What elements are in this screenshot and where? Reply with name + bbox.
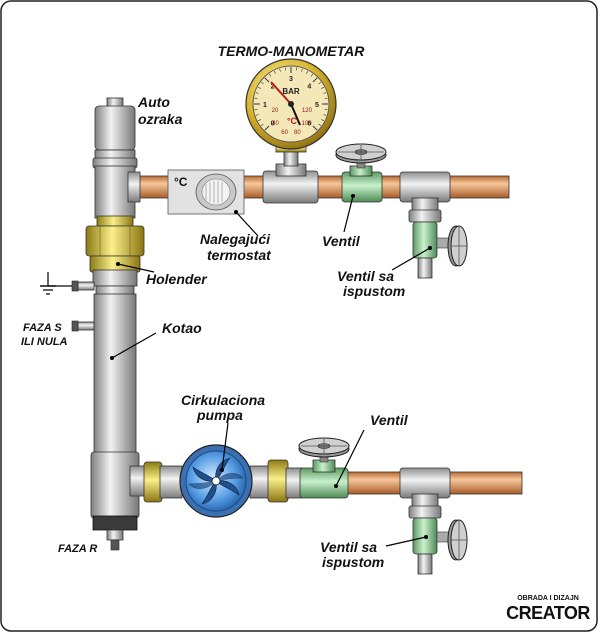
thermostat-unit-label: °C	[174, 175, 188, 189]
label-pump-2: pumpa	[196, 407, 243, 423]
upper-copper-pipe-3	[315, 175, 347, 199]
leader-pump	[221, 422, 229, 471]
leader-thermostat	[235, 211, 259, 237]
gauge-tick	[321, 119, 325, 122]
leader-drain-valve-top	[391, 247, 431, 271]
label-thermo-manometer: TERMO-MANOMETAR	[218, 43, 366, 59]
leader-union	[117, 263, 155, 273]
gauge-tick	[260, 123, 264, 126]
gauge-outer-scale-label: 5	[315, 102, 319, 109]
gauge-outer-scale-label: 4	[307, 84, 311, 91]
union-holender	[85, 215, 145, 273]
label-drain-valve-bottom-1: Ventil sa	[320, 539, 377, 555]
label-pump-1: Cirkulaciona	[181, 392, 265, 408]
upper-valve-handwheel[interactable]	[335, 143, 387, 164]
lower-copper-pipe-1	[345, 471, 405, 495]
gauge-tick	[321, 86, 325, 89]
gauge-tick	[279, 68, 281, 72]
gauge-tick	[323, 92, 327, 94]
gauge-needle-red	[270, 81, 292, 105]
label-thermostat-1: Nalegajući	[200, 231, 271, 247]
label-valve-bottom: Ventil	[370, 412, 409, 428]
gauge-outer-scale-label: 0	[271, 120, 275, 127]
boiler-bottom-elbow	[90, 451, 147, 551]
lower-copper-pipe-2	[447, 471, 523, 495]
label-drain-valve-top-2: ispustom	[343, 283, 405, 299]
gauge-outer-scale-label: 6	[307, 120, 311, 127]
boiler-top-cap	[71, 269, 138, 332]
gauge-ticks	[254, 67, 328, 131]
pump-union-left	[143, 461, 163, 503]
gauge-tick	[257, 86, 261, 89]
label-auto-air-2: ozraka	[138, 111, 183, 127]
gauge-bar-unit: BAR	[282, 87, 300, 96]
gauge-inner-scale-label: 40	[272, 121, 279, 127]
label-phase-r: FAZA R	[58, 543, 97, 555]
upper-elbow-tee	[94, 165, 141, 219]
label-thermostat-2: termostat	[207, 247, 272, 263]
gauge-tick	[312, 77, 318, 83]
gauge-tick	[257, 119, 261, 122]
gauge-outer-scale-label: 1	[263, 102, 267, 109]
gauge-tick	[318, 82, 322, 85]
gauge-tick	[273, 70, 276, 74]
upper-copper-pipe-5	[445, 175, 510, 199]
gauge-tick	[312, 125, 318, 131]
gauge-inner-scale-label: 80	[294, 130, 301, 136]
label-union: Holender	[146, 271, 208, 287]
label-drain-valve-bottom-2: ispustom	[322, 554, 384, 570]
leader-valve-top	[343, 195, 354, 233]
gauge-tick	[269, 73, 272, 77]
gauge-tick	[255, 92, 259, 94]
gauge-inner-scale-label: 60	[281, 130, 288, 136]
label-phase-s-1: FAZA S	[23, 322, 62, 334]
credit-small: OBRADA I DIZAJN	[517, 595, 579, 602]
lower-valve-handwheel[interactable]	[298, 437, 350, 458]
gauge-inner-scale-label: 100	[302, 121, 313, 127]
gauge-tick	[260, 82, 264, 85]
gauge-tee	[262, 163, 319, 204]
gauge-tick	[323, 114, 327, 116]
label-phase-s-2: ILI NULA	[21, 336, 67, 348]
gauge-tick	[264, 125, 270, 131]
leader-boiler	[111, 332, 157, 359]
gauge-outer-scale-label: 2	[271, 84, 275, 91]
label-boiler: Kotao	[162, 320, 202, 336]
leader-drain-valve-bottom	[385, 536, 427, 547]
gauge-tick	[306, 70, 309, 74]
gauge-tick	[301, 68, 303, 72]
gauge-tick	[264, 77, 270, 83]
gauge-inner-scale-label: 20	[272, 108, 279, 114]
upper-drain-valve-handwheel[interactable]	[447, 225, 468, 267]
upper-pipe-line: °C	[134, 143, 510, 279]
lower-drain-valve-handwheel[interactable]	[447, 519, 468, 561]
pump-union-right	[267, 459, 289, 503]
lower-drain-tee	[399, 467, 451, 519]
leader-valve-bottom	[335, 429, 365, 487]
boiler-body	[93, 293, 137, 455]
ground-symbol-icon	[40, 272, 72, 295]
auto-air-vent	[92, 97, 138, 169]
contact-thermostat: °C	[167, 169, 245, 215]
gauge-needle-black	[290, 103, 301, 126]
upper-drain-tee	[399, 171, 451, 223]
gauge-outer-scale: 0 1 2 3 4 5 6	[263, 76, 319, 127]
credit-logo: CREATOR	[506, 603, 590, 623]
gauge-outer-scale-label: 3	[289, 76, 293, 83]
gauge-celsius-unit: °C	[287, 116, 298, 126]
gauge-tick	[318, 123, 322, 126]
label-drain-valve-top-1: Ventil sa	[337, 268, 394, 284]
gauge-tick	[255, 114, 259, 116]
gauge-tick	[310, 73, 313, 77]
label-valve-top: Ventil	[322, 233, 361, 249]
lower-pipe-line	[143, 437, 523, 575]
label-auto-air-1: Auto	[137, 94, 170, 110]
circulation-pump	[179, 444, 253, 518]
gauge-inner-scale-label: 120	[302, 108, 313, 114]
